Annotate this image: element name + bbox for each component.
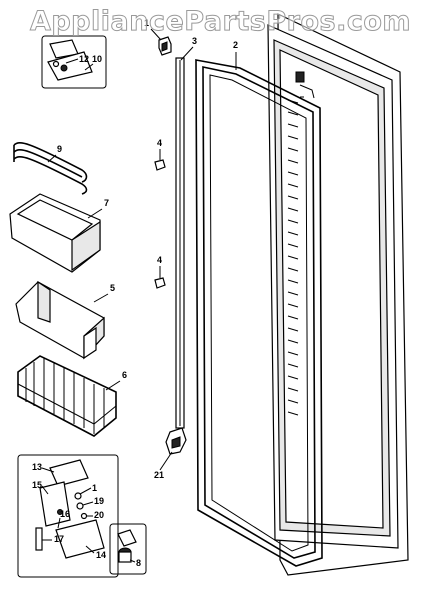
callout-label-14: 14 [96,550,106,560]
callout-label-3: 3 [192,36,197,46]
bottom-bushing: 21 [154,427,187,480]
callout-3: 3 [180,36,197,61]
callout-label-2: 2 [233,40,238,50]
stop-block-upper: 4 [154,138,166,171]
callout-label-5: 5 [110,283,115,293]
callout-label-13: 13 [32,462,42,472]
shelf-rail: 9 [13,142,88,195]
callout-label-20: 20 [94,510,104,520]
callout-label-15: 15 [32,480,42,490]
callout-label-12: 12 [79,54,89,64]
top-hinge-inset: 12 10 [41,35,107,89]
cap-inset: 8 [109,523,147,575]
callout-label-21: 21 [154,470,164,480]
door-gasket [195,59,323,567]
callout-label-1-top: 1 [144,18,149,28]
callout-label-8: 8 [136,558,141,568]
callout-label-16: 16 [60,509,70,519]
wire-basket: 6 [17,355,127,437]
callout-label-9: 9 [57,144,62,154]
callout-label-19: 19 [94,496,104,506]
door-bin: 7 [9,193,109,273]
callout-label-4-upper: 4 [157,138,162,148]
door-panel [267,13,409,576]
top-hinge-cap: 1 [144,18,172,56]
callout-label-10: 10 [92,54,102,64]
bottom-hinge-inset: 13 15 1 19 20 16 17 14 [17,454,119,578]
door-rod [175,57,185,429]
callout-label-6: 6 [122,370,127,380]
callout-label-7: 7 [104,198,109,208]
callout-label-17: 17 [54,534,64,544]
callout-label-4-lower: 4 [157,255,162,265]
callout-label-1-bottom: 1 [92,483,97,493]
stop-block-lower: 4 [154,255,166,289]
door-ridges [287,71,315,416]
dairy-cover: 5 [15,280,115,360]
callout-2: 2 [233,40,238,70]
